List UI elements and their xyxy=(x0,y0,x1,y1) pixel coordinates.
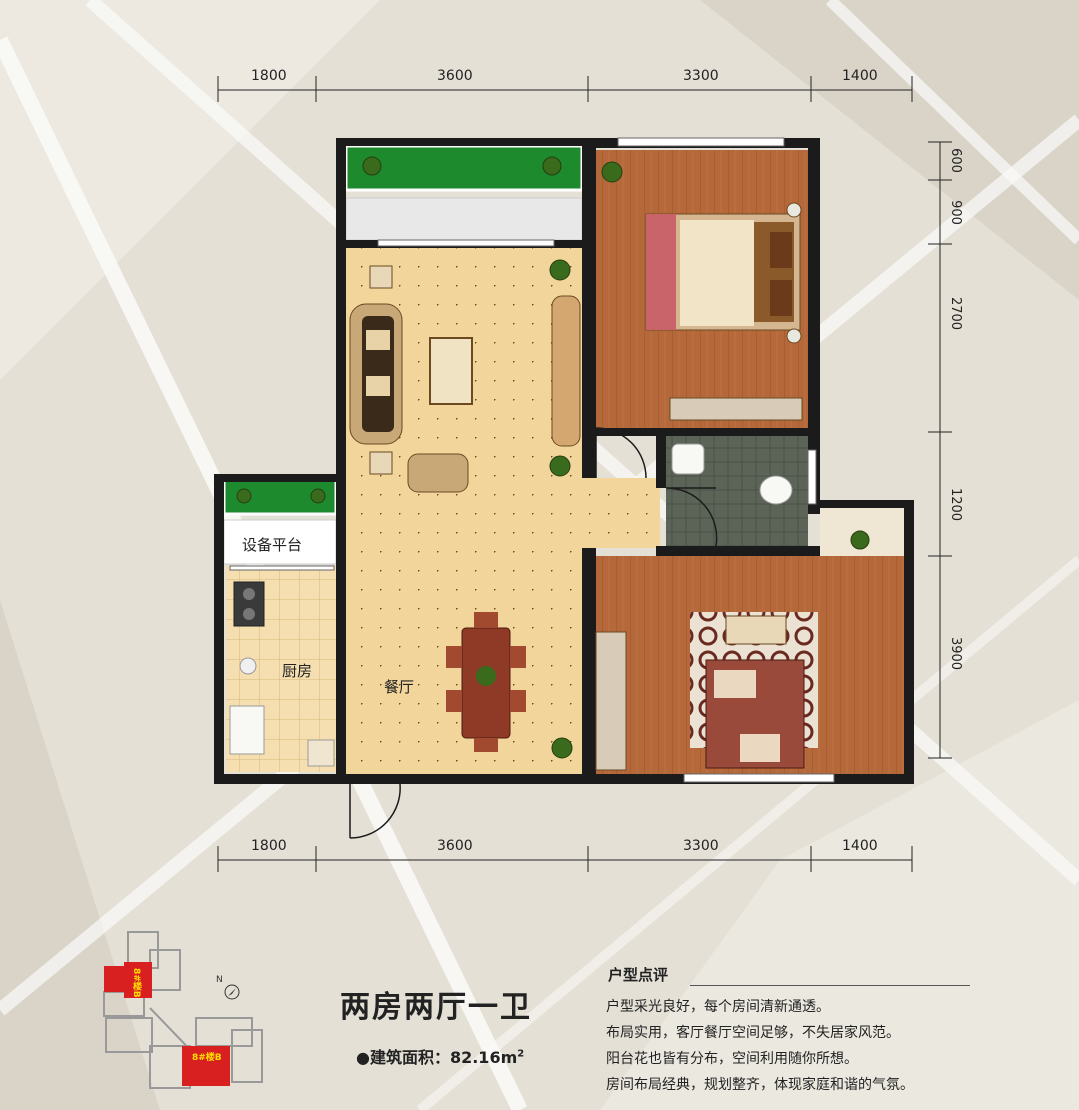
master-bed xyxy=(645,213,801,331)
bottom-dimension-line xyxy=(217,846,913,872)
site-building-a-label: 8#楼B xyxy=(131,968,141,998)
dim-bottom-2: 3600 xyxy=(437,838,473,854)
dim-bottom-3: 3300 xyxy=(683,838,719,854)
dim-right-1: 600 xyxy=(947,148,963,173)
kitchen-door-frame xyxy=(307,739,335,767)
top-dimension-line xyxy=(217,76,913,102)
dim-top-3: 3300 xyxy=(683,68,719,84)
side-table-bottom xyxy=(369,451,393,475)
bedside-lamp-top xyxy=(786,202,802,218)
dim-top-4: 1400 xyxy=(842,68,878,84)
right-dimension-line xyxy=(928,141,952,759)
fridge xyxy=(229,705,265,755)
armchair xyxy=(407,453,469,493)
site-building-b xyxy=(182,1046,230,1086)
kitchen-label: 厨房 xyxy=(282,662,313,680)
plant-icons xyxy=(236,156,870,759)
review-item: 阳台花也皆有分布，空间利用随你所想。 xyxy=(606,1051,858,1067)
dining-label: 餐厅 xyxy=(384,678,415,696)
corridor-floor xyxy=(582,478,660,548)
tv-cabinet xyxy=(551,295,581,447)
bedside-lamp-bottom xyxy=(786,328,802,344)
toilet xyxy=(759,475,793,505)
second-wardrobe xyxy=(595,631,627,771)
review-item: 户型采光良好，每个房间清新通透。 xyxy=(606,999,830,1015)
dim-right-3: 2700 xyxy=(948,296,964,331)
second-desk xyxy=(725,615,787,645)
equipment-platform-box xyxy=(223,519,337,565)
dining-table xyxy=(446,612,526,752)
equipment-platform-label: 设备平台 xyxy=(242,536,303,554)
dim-right-5: 3900 xyxy=(948,636,964,671)
dim-bottom-4: 1400 xyxy=(842,838,878,854)
review-divider xyxy=(690,985,970,986)
windows xyxy=(229,137,835,783)
master-wardrobe xyxy=(669,397,803,421)
layout-title: 两房两厅一卫 xyxy=(340,990,532,1025)
stove-burner xyxy=(243,608,255,620)
washbasin xyxy=(671,443,705,475)
compass-needle-icon xyxy=(228,988,236,996)
site-building-b-label: 8#楼B xyxy=(192,1053,222,1063)
upper-balcony-box xyxy=(345,197,583,241)
sofa xyxy=(349,303,403,445)
review-heading: 户型点评 xyxy=(608,966,669,984)
building-area-value: ●建筑面积：82.16m xyxy=(356,1048,518,1067)
compass-icon xyxy=(224,984,240,1000)
site-building-a-2 xyxy=(124,962,152,998)
door-swings xyxy=(349,427,718,839)
side-table-top xyxy=(369,265,393,289)
dim-right-2: 900 xyxy=(947,200,963,225)
review-item: 布局实用，客厅餐厅空间足够，不失居家风范。 xyxy=(606,1025,900,1041)
dim-bottom-1: 1800 xyxy=(251,838,287,854)
kitchen-sink xyxy=(239,657,257,675)
second-bed xyxy=(705,659,805,769)
dim-top-1: 1800 xyxy=(251,68,287,84)
compass-north-label: N xyxy=(216,975,223,985)
dim-right-4: 1200 xyxy=(948,487,964,522)
dim-top-2: 3600 xyxy=(437,68,473,84)
building-area: ●建筑面积：82.16m2 xyxy=(356,1044,524,1068)
review-item: 房间布局经典，规划整齐，体现家庭和谐的气氛。 xyxy=(606,1077,914,1093)
stove-burner xyxy=(243,588,255,600)
coffee-table xyxy=(429,337,473,405)
building-area-unit-sup: 2 xyxy=(517,1048,525,1060)
